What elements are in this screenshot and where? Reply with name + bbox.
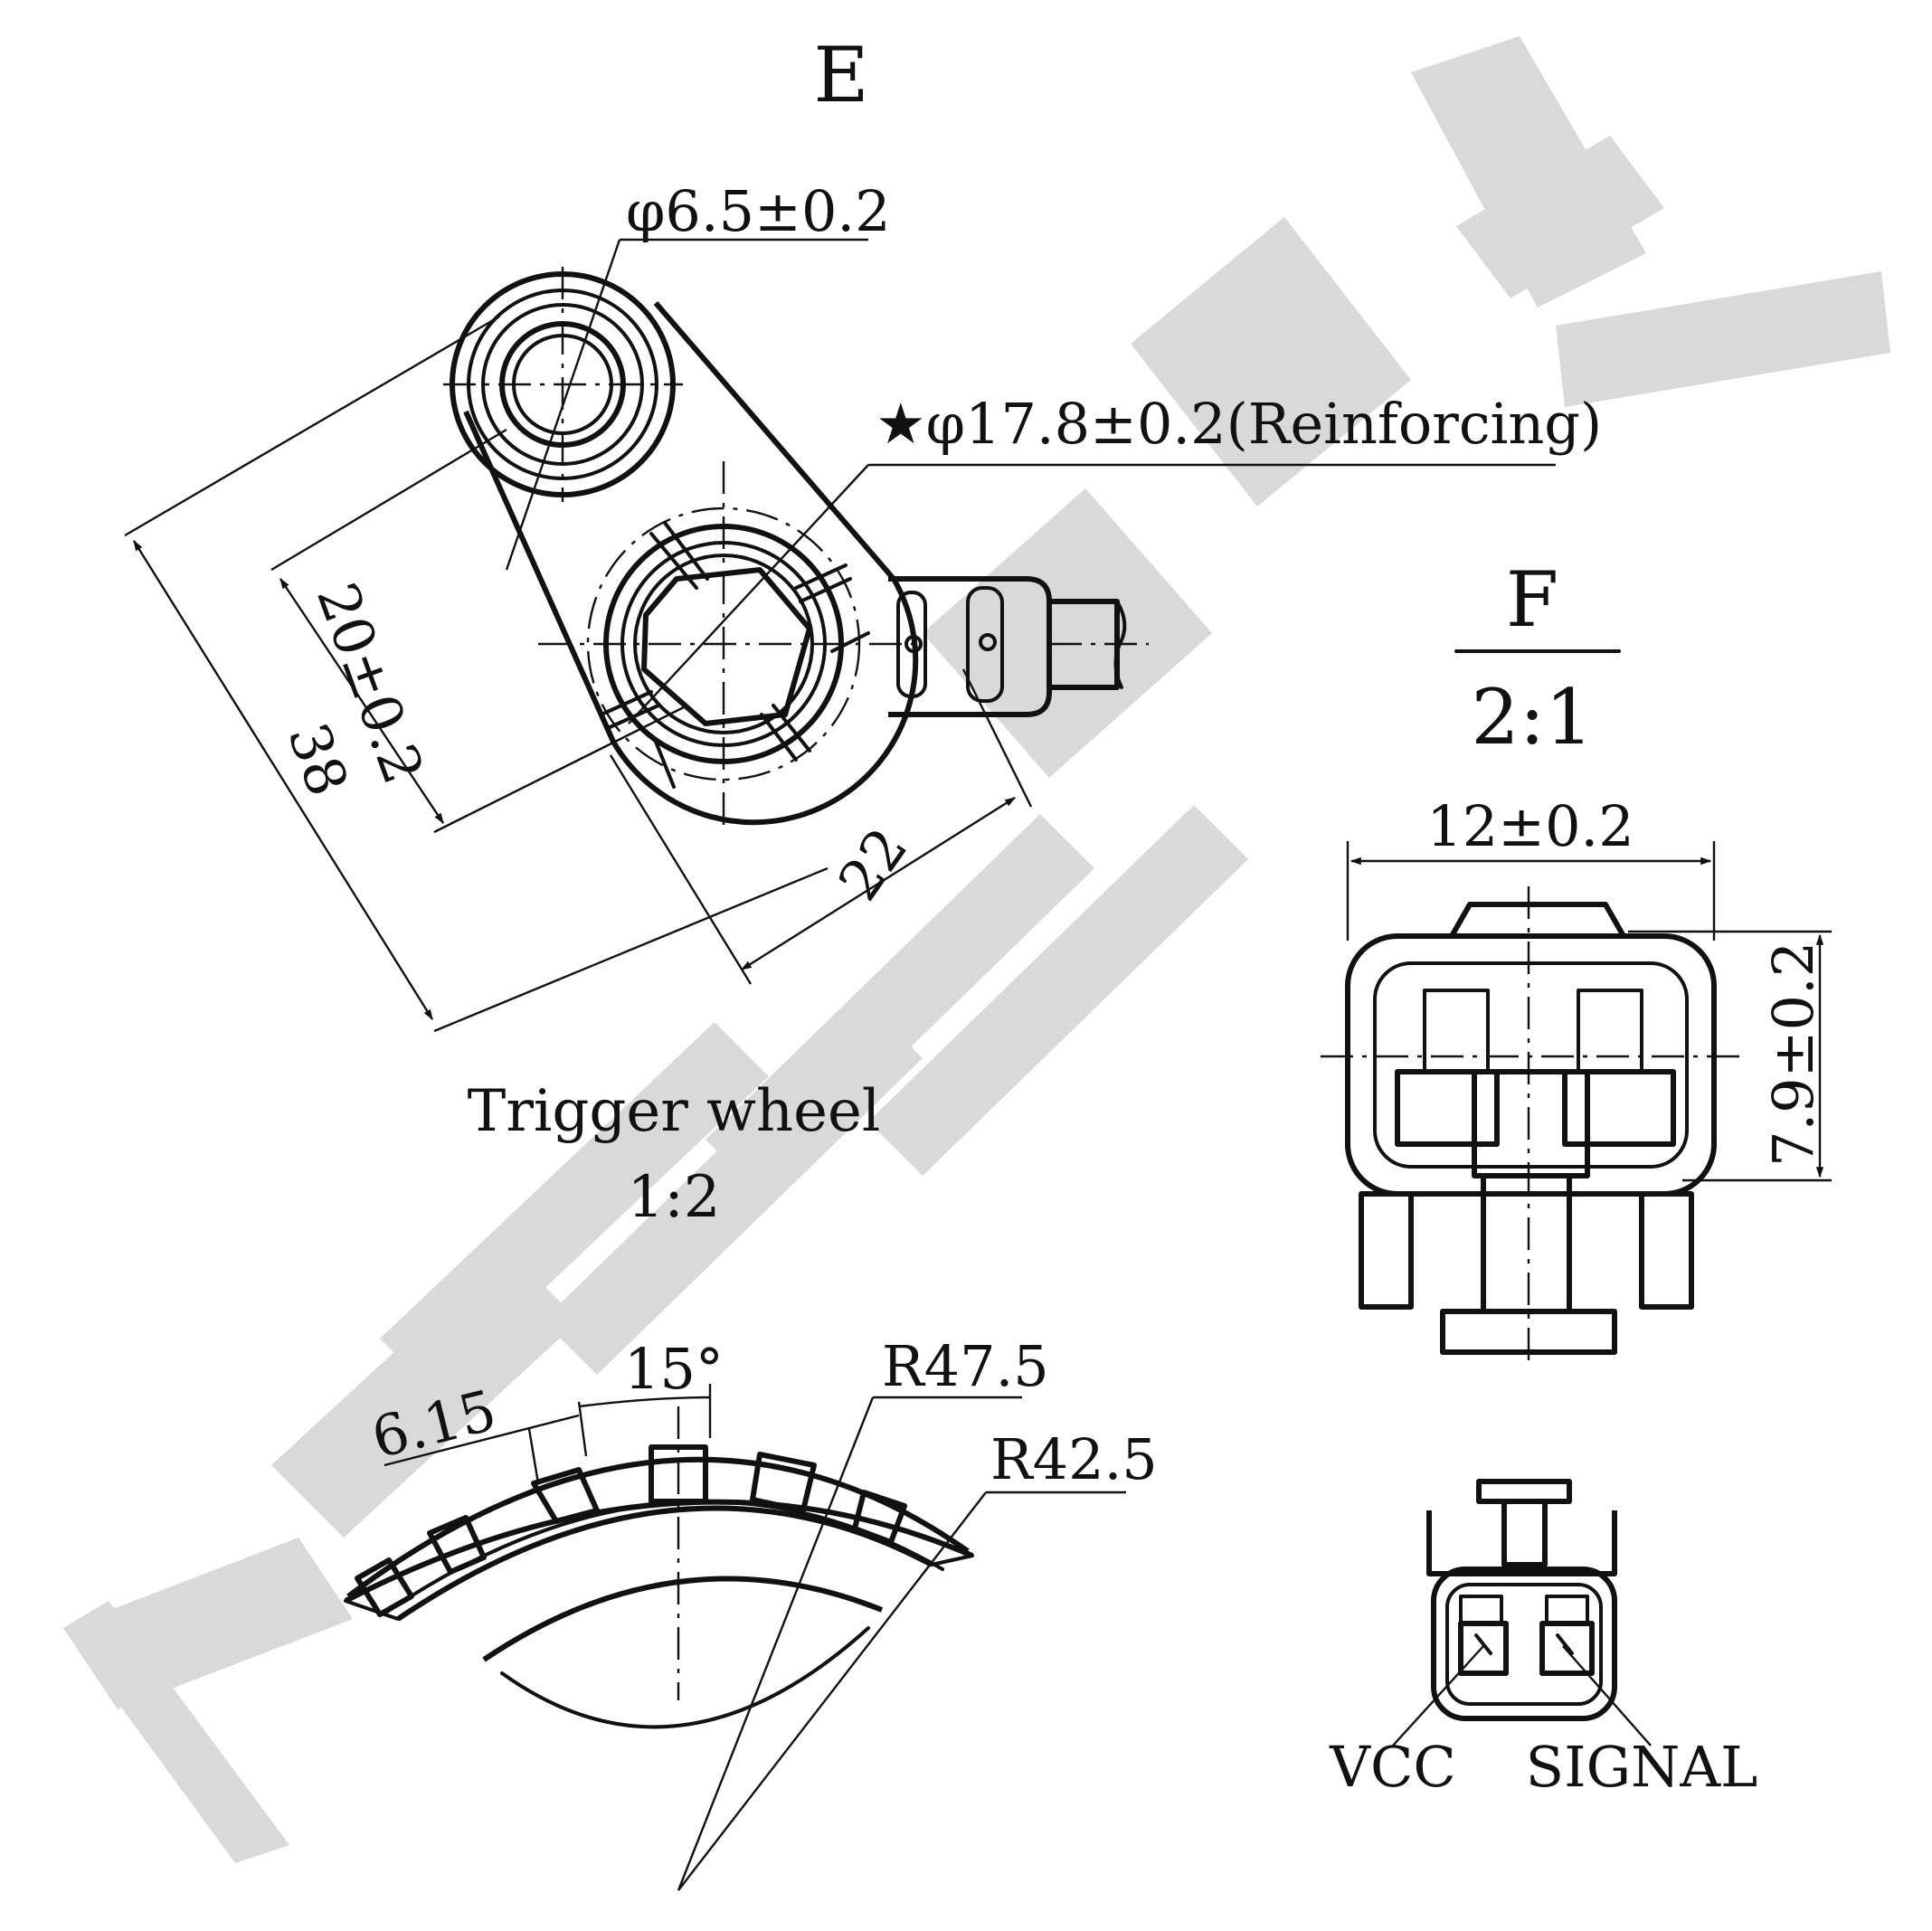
reinforcing-diameter-dimension: ★φ17.8±0.2(Reinforcing) — [876, 391, 1602, 457]
trigger-wheel-title: Trigger wheel — [468, 1078, 881, 1145]
connector-width-dimension: 12±0.2 — [1426, 793, 1634, 859]
view-f-dimensions — [1346, 841, 1832, 1182]
overall-length-dimension: 38 — [275, 715, 362, 804]
watermark — [63, 36, 1890, 1863]
pinout-connector — [1392, 1479, 1652, 1746]
view-e-dimensions — [124, 315, 1033, 1033]
outer-radius-dimension: R47.5 — [882, 1333, 1049, 1399]
inner-radius-dimension: R42.5 — [990, 1426, 1158, 1492]
trigger-wheel-segment — [344, 1384, 1126, 1891]
body-length-dimension: 22 — [825, 816, 920, 913]
sensor-bracket-drawing — [443, 238, 1556, 832]
view-f-label: F — [1506, 555, 1558, 644]
pin-signal-label: SIGNAL — [1526, 1734, 1758, 1800]
trigger-wheel-scale: 1:2 — [628, 1164, 721, 1231]
hole-diameter-dimension: φ6.5±0.2 — [626, 178, 891, 244]
connector-front-view — [1321, 886, 1746, 1366]
tooth-angle-dimension: 15° — [624, 1336, 724, 1402]
view-f-scale: 2:1 — [1471, 673, 1593, 762]
pin-vcc-label: VCC — [1329, 1734, 1456, 1800]
connector-height-dimension: 7.9±0.2 — [1760, 942, 1826, 1167]
view-e-label: E — [813, 31, 868, 119]
